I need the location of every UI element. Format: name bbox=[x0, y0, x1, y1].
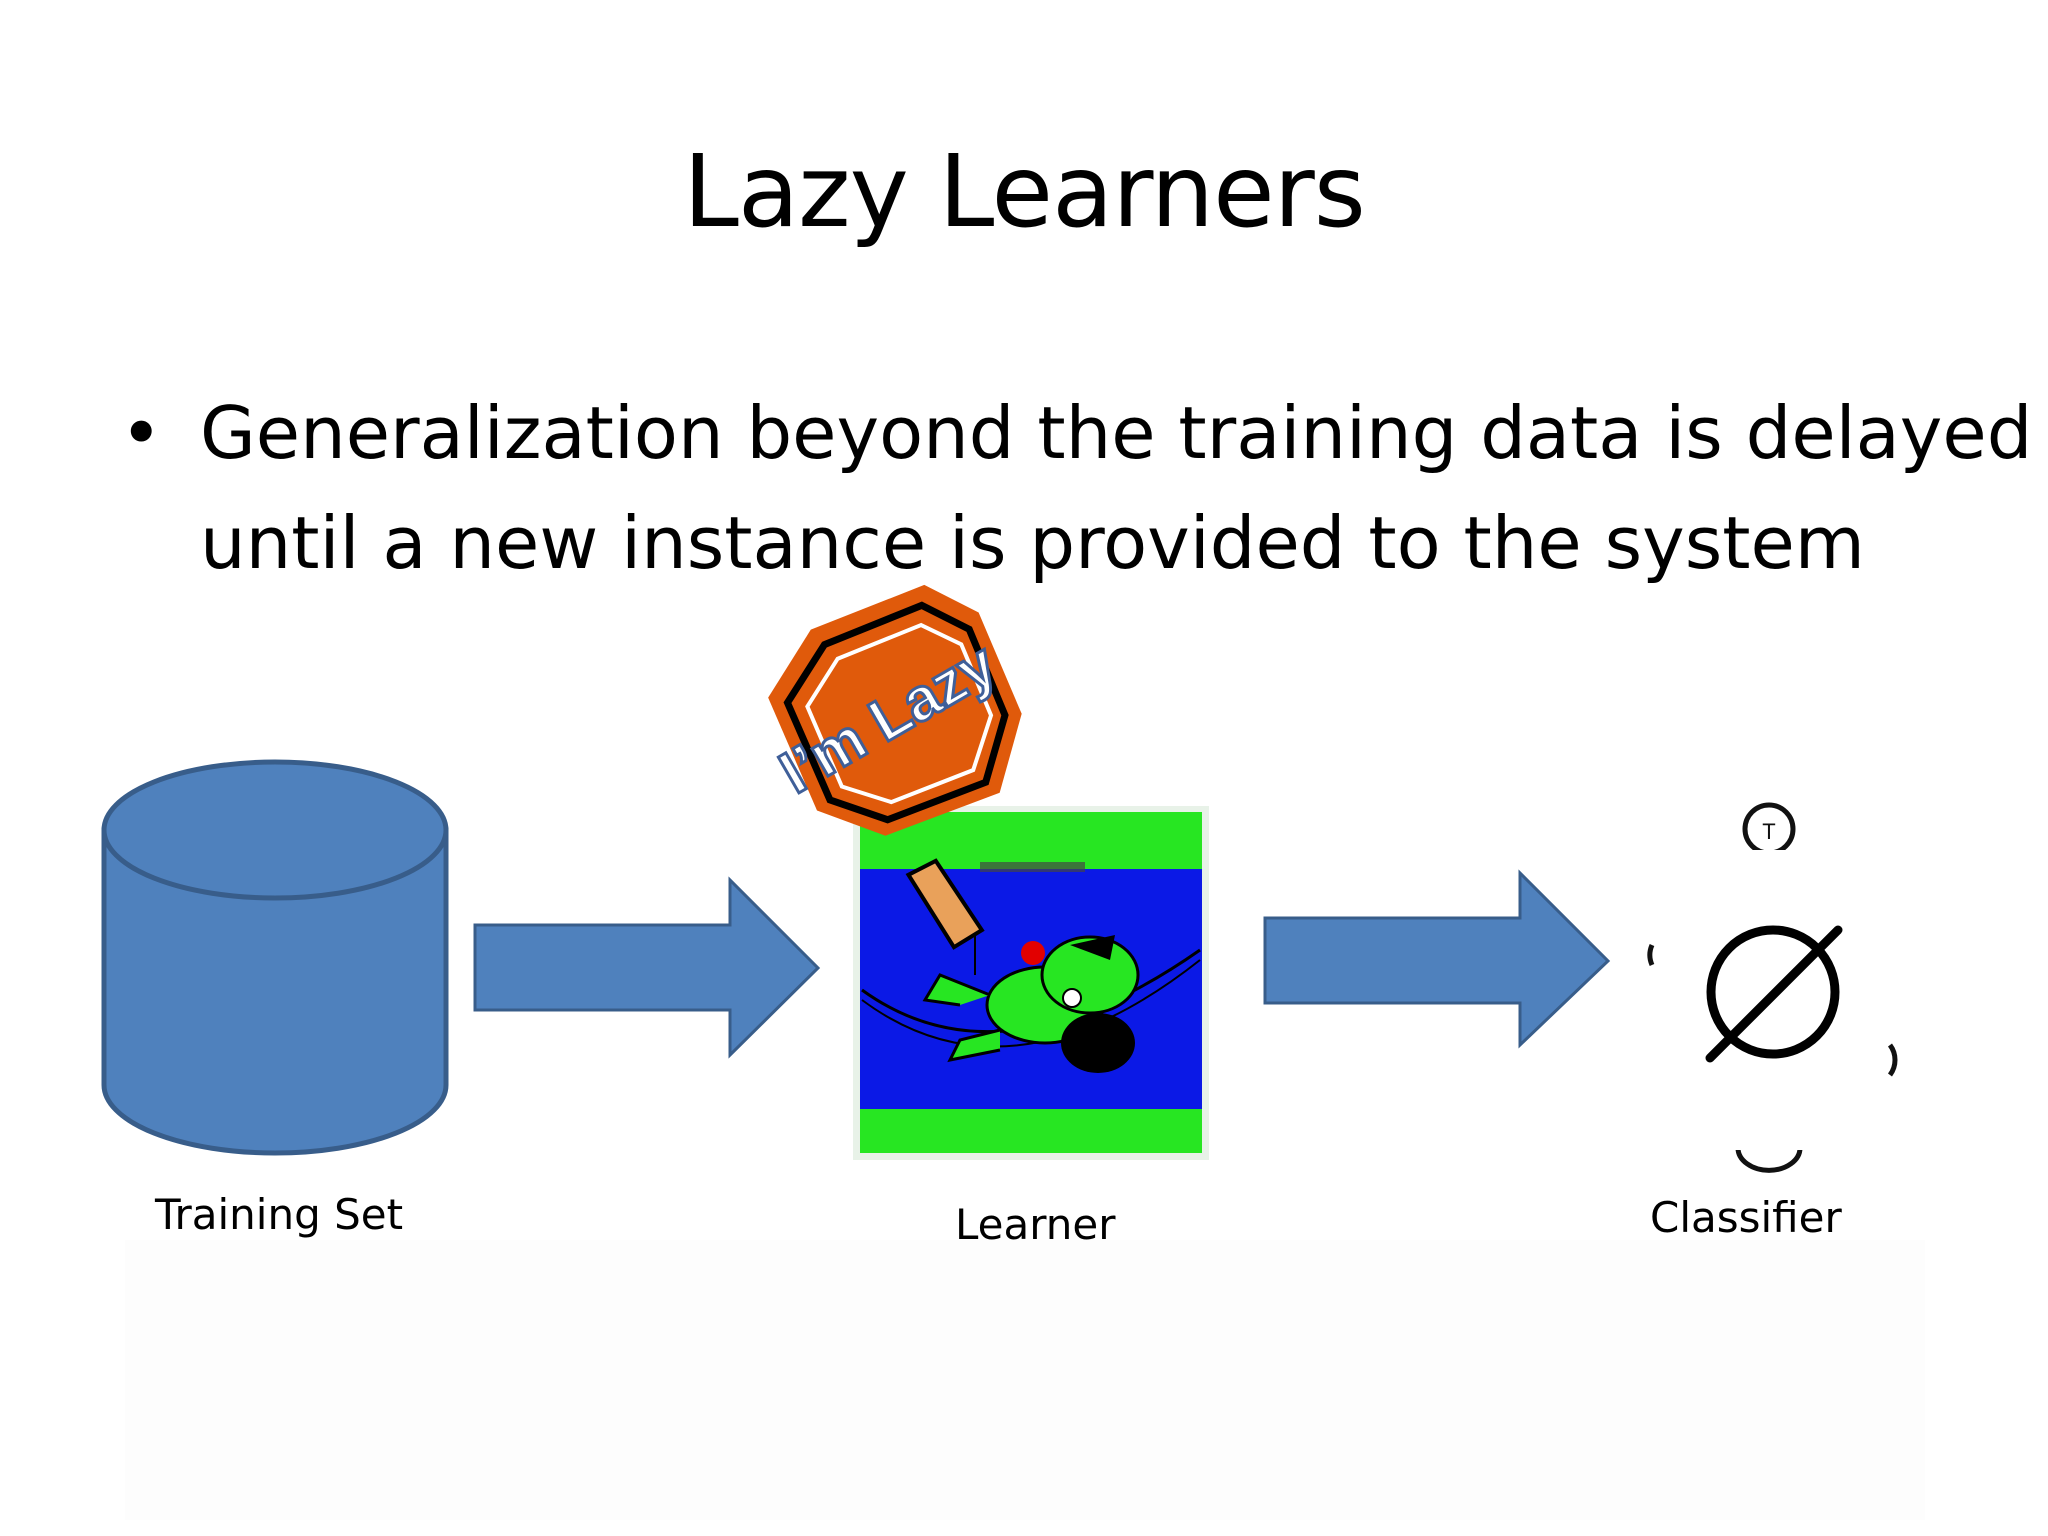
database-icon bbox=[101, 759, 449, 1156]
classifier-label: Classifier bbox=[1650, 1193, 1842, 1242]
arrow-right-icon bbox=[473, 876, 821, 1059]
learner-label: Learner bbox=[955, 1200, 1116, 1249]
arrow-right-icon bbox=[1263, 869, 1611, 1049]
sign-text: I’m Lazy bbox=[768, 629, 1007, 806]
bullet-marker: • bbox=[120, 391, 163, 475]
ring-letter: T bbox=[1762, 819, 1775, 844]
slide-background-panel bbox=[125, 1240, 1925, 1520]
empty-set-icon bbox=[1705, 925, 1843, 1063]
slide-title: Lazy Learners bbox=[683, 133, 1366, 250]
hammock-figure-icon bbox=[922, 935, 1140, 1073]
bullet-text: Generalization beyond the training data … bbox=[200, 391, 2033, 585]
classifier-image: T bbox=[1647, 802, 1898, 1173]
learner-image bbox=[853, 806, 1209, 1160]
lazy-sign-icon: I’m Lazy bbox=[767, 584, 1022, 950]
training-set-label: Training Set bbox=[155, 1190, 404, 1239]
